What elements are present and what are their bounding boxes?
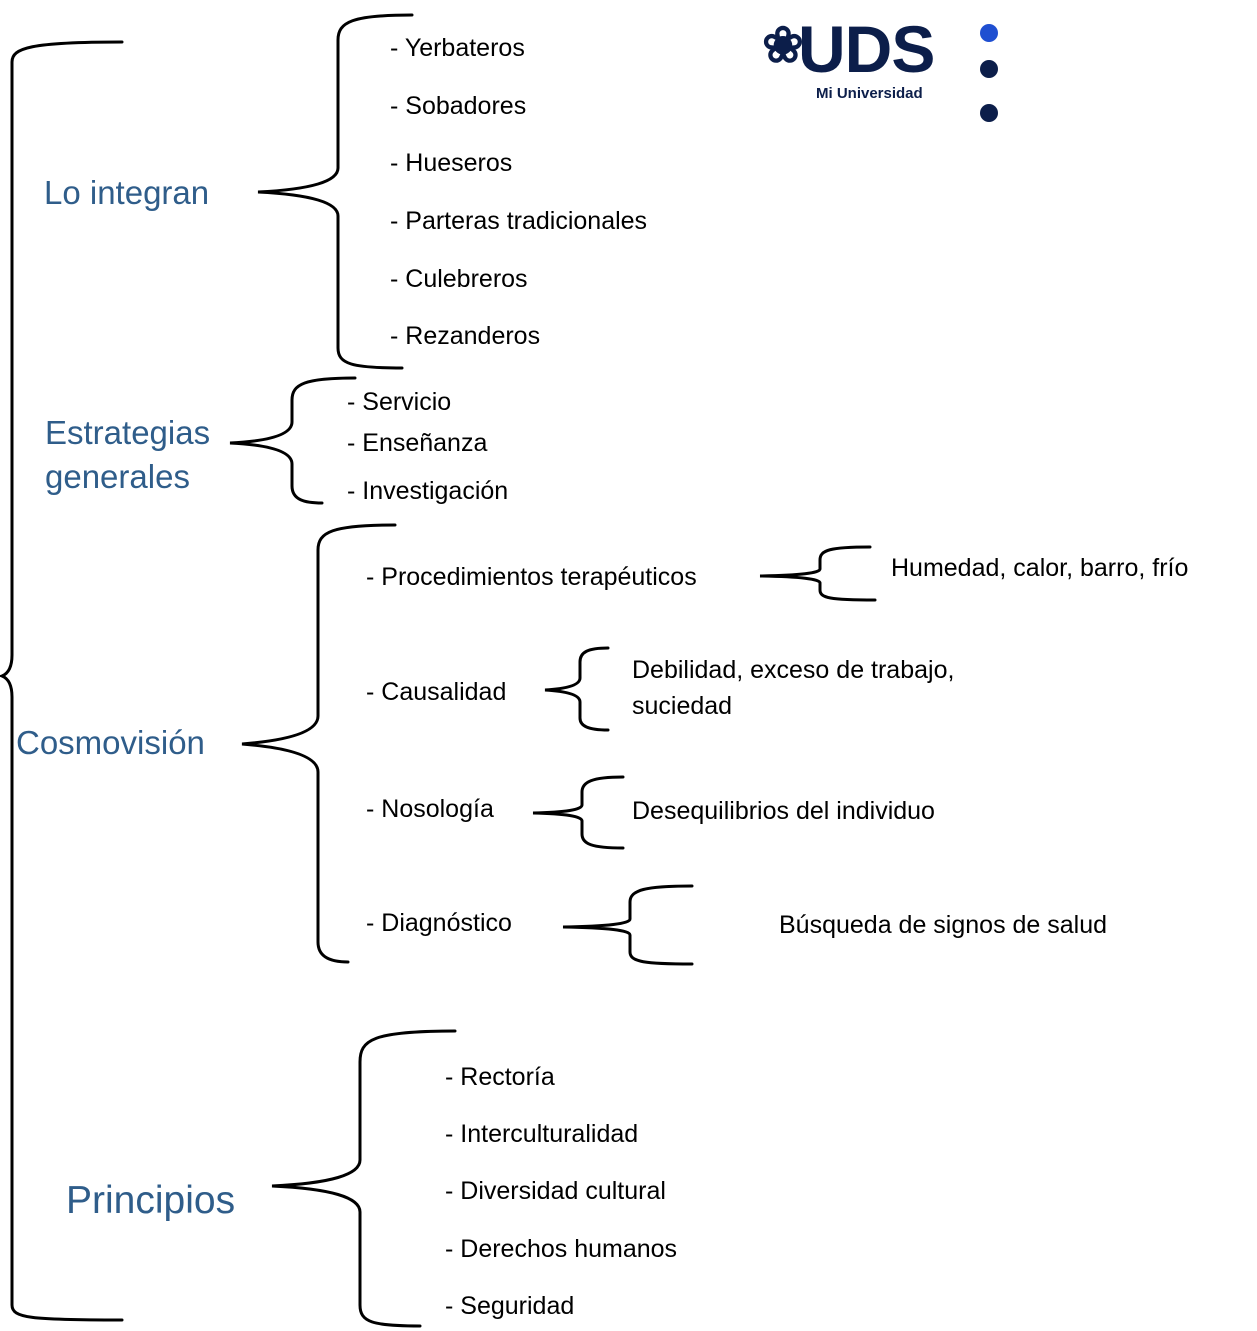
list-item: - Hueseros — [390, 149, 513, 177]
list-item: - Procedimientos terapéuticos — [366, 563, 697, 591]
list-item: - Enseñanza — [347, 429, 488, 457]
list-item: - Diversidad cultural — [445, 1177, 666, 1205]
detail-text: Desequilibrios del individuo — [632, 797, 935, 825]
uds-logo: ❀ UDS Mi Universidad — [760, 12, 1010, 127]
logo-dot-icon — [980, 24, 998, 42]
list-item: - Diagnóstico — [366, 909, 512, 937]
category-estrategias-line1: Estrategias — [45, 414, 211, 451]
brace-principios — [271, 1029, 457, 1328]
category-lo-integran: Lo integran — [44, 174, 210, 211]
detail-text: Debilidad, exceso de trabajo, — [632, 656, 955, 684]
list-item: - Sobadores — [390, 92, 527, 120]
brace-cosmovision — [241, 523, 397, 964]
detail-text: Búsqueda de signos de salud — [779, 911, 1108, 939]
logo-subtitle: Mi Universidad — [816, 85, 923, 102]
logo-dot-icon — [980, 60, 998, 78]
list-item: - Interculturalidad — [445, 1120, 639, 1148]
list-item: - Rectoría — [445, 1063, 555, 1091]
detail-text: Humedad, calor, barro, frío — [891, 554, 1189, 582]
list-item: - Seguridad — [445, 1292, 575, 1320]
category-estrategias-line2: generales — [45, 458, 190, 495]
category-cosmovision: Cosmovisión — [16, 724, 205, 761]
sub-brace-nosologia — [532, 775, 625, 850]
category-principios: Principios — [66, 1179, 236, 1222]
sub-brace-procedimientos — [759, 545, 877, 602]
list-item: - Nosología — [366, 795, 494, 823]
list-item: - Parteras tradicionales — [390, 207, 648, 235]
list-item: - Investigación — [347, 477, 509, 505]
brace-estrategias — [229, 376, 357, 505]
sub-brace-diagnostico — [562, 884, 694, 966]
leaf-icon: ❀ — [762, 17, 804, 73]
outer-bracket — [0, 40, 124, 1322]
sub-brace-causalidad — [544, 646, 610, 732]
brace-lo-integran — [257, 13, 414, 370]
list-item: - Causalidad — [366, 678, 507, 706]
list-item: - Yerbateros — [390, 34, 525, 62]
logo-dot-icon — [980, 104, 998, 122]
list-item: - Culebreros — [390, 265, 528, 293]
list-item: - Derechos humanos — [445, 1235, 678, 1263]
list-item: - Servicio — [347, 388, 452, 416]
logo-text: UDS — [798, 12, 935, 86]
detail-text: suciedad — [632, 692, 733, 720]
list-item: - Rezanderos — [390, 322, 541, 350]
